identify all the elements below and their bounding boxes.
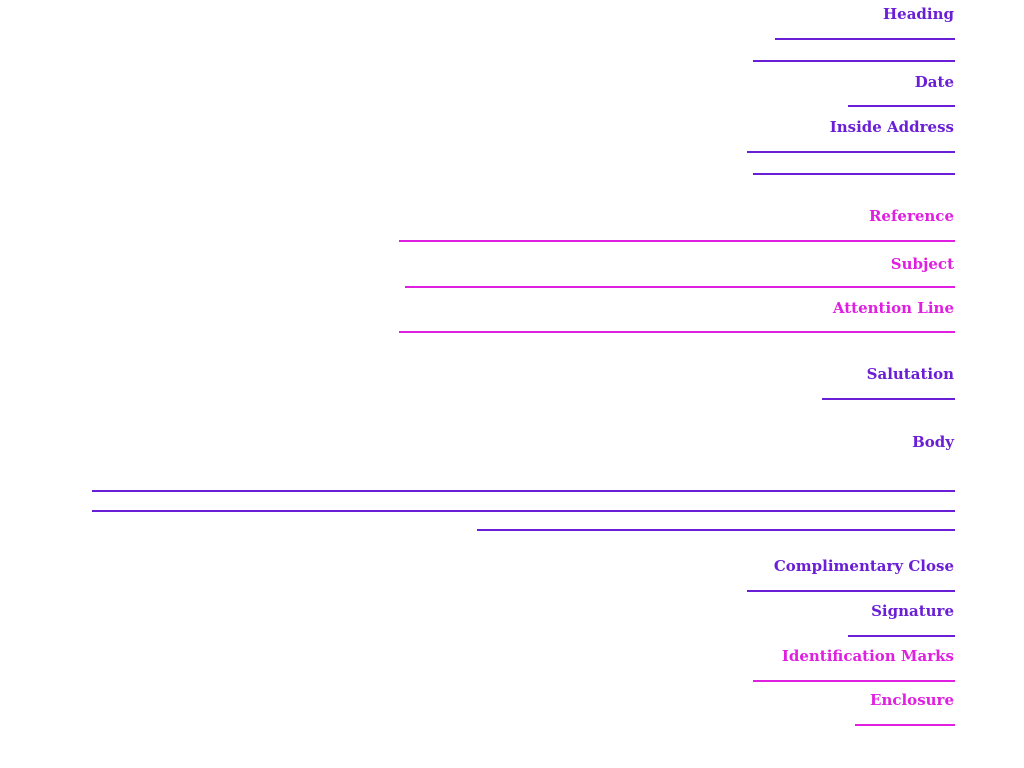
heading-label: Heading (882, 5, 954, 23)
subject-rule (405, 286, 955, 288)
salutation-label: Salutation (866, 365, 954, 383)
body-rule-2 (92, 510, 955, 512)
body-label: Body (912, 433, 954, 451)
date-label: Date (914, 73, 954, 91)
inside-address-label: Inside Address (829, 118, 954, 136)
identification-marks-label: Identification Marks (781, 647, 954, 665)
complimentary-close-label: Complimentary Close (773, 557, 954, 575)
attention-line-label: Attention Line (832, 299, 954, 317)
complimentary-close-rule (747, 590, 955, 592)
salutation-rule (822, 398, 955, 400)
inside-address-rule-2 (753, 173, 955, 175)
enclosure-label: Enclosure (870, 691, 954, 709)
identification-marks-rule (753, 680, 955, 682)
attention-line-rule (399, 331, 955, 333)
subject-label: Subject (890, 255, 954, 273)
signature-label: Signature (871, 602, 954, 620)
heading-rule-2 (753, 60, 955, 62)
body-rule-3 (477, 529, 955, 531)
body-rule-1 (92, 490, 955, 492)
reference-label: Reference (868, 207, 954, 225)
heading-rule-1 (775, 38, 955, 40)
inside-address-rule-1 (747, 151, 955, 153)
signature-rule (848, 635, 955, 637)
reference-rule (399, 240, 955, 242)
enclosure-rule (855, 724, 955, 726)
date-rule (848, 105, 955, 107)
